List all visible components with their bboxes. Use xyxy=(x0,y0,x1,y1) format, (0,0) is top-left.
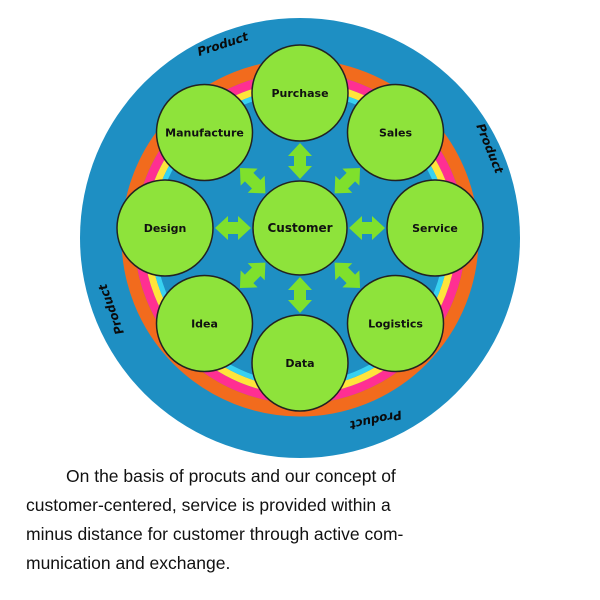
node-logistics-circle xyxy=(346,274,445,373)
node-sales-label: Sales xyxy=(379,127,413,140)
node-data-label: Data xyxy=(285,357,314,370)
node-service: Service xyxy=(386,179,484,277)
caption-line: customer-centered, service is provided w… xyxy=(26,495,391,515)
center-node-label: Customer xyxy=(267,221,332,235)
node-service-circle xyxy=(386,179,484,277)
node-data: Data xyxy=(251,314,349,412)
caption-line: minus distance for customer through acti… xyxy=(26,524,404,544)
node-manufacture: Manufacture xyxy=(155,83,254,182)
node-purchase: Purchase xyxy=(251,44,349,142)
node-design: Design xyxy=(116,179,214,277)
arrow-customer-idea xyxy=(239,262,266,289)
center-node: Customer xyxy=(252,180,348,276)
caption-line: On the basis of procuts and our concept … xyxy=(66,466,396,486)
center-node-circle xyxy=(252,180,348,276)
node-logistics-label: Logistics xyxy=(368,318,423,331)
node-data-circle xyxy=(251,314,349,412)
node-idea-circle xyxy=(155,274,254,373)
node-idea: Idea xyxy=(155,274,254,373)
node-design-circle xyxy=(116,179,214,277)
node-purchase-circle xyxy=(251,44,349,142)
caption-paragraph: On the basis of procuts and our concept … xyxy=(26,462,574,578)
node-service-label: Service xyxy=(412,222,458,235)
arrow-customer-sales xyxy=(334,167,361,194)
arrow-customer-logistics xyxy=(334,262,361,289)
node-sales-circle xyxy=(346,83,445,182)
node-design-label: Design xyxy=(144,222,187,235)
node-logistics: Logistics xyxy=(346,274,445,373)
arrow-customer-data xyxy=(288,277,312,313)
arrows-layer xyxy=(215,143,385,313)
caption-line: munication and exchange. xyxy=(26,553,231,573)
node-idea-label: Idea xyxy=(191,318,218,331)
node-purchase-label: Purchase xyxy=(271,87,328,100)
arrow-customer-design xyxy=(215,216,251,240)
node-manufacture-label: Manufacture xyxy=(165,127,244,140)
arrow-customer-manufacture xyxy=(239,167,266,194)
arrow-customer-service xyxy=(349,216,385,240)
arrow-customer-purchase xyxy=(288,143,312,179)
node-sales: Sales xyxy=(346,83,445,182)
node-manufacture-circle xyxy=(155,83,254,182)
